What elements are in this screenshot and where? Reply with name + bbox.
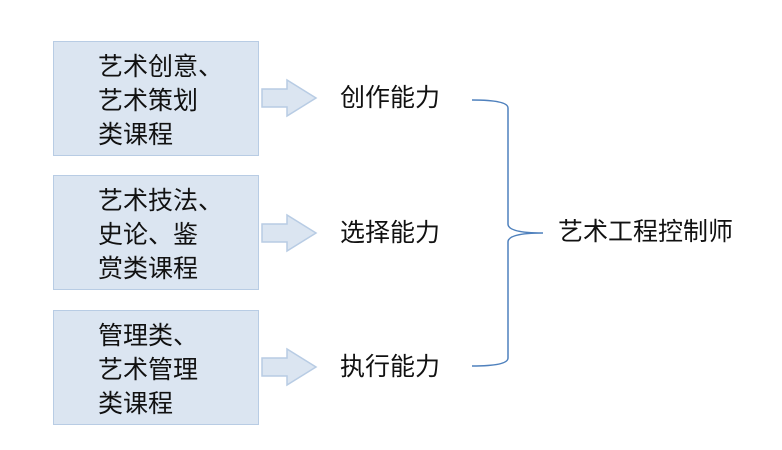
target-role: 艺术工程控制师 — [558, 217, 734, 246]
arrow-right-icon — [261, 347, 318, 387]
course-line: 类课程 — [98, 389, 174, 418]
course-line: 艺术技法、 — [98, 186, 224, 215]
course-line: 史论、鉴 — [98, 220, 199, 249]
course-box-management: 管理类、 艺术管理 类课程 — [53, 310, 259, 425]
course-box-creative: 艺术创意、 艺术策划 类课程 — [53, 41, 259, 156]
ability-creation: 创作能力 — [340, 83, 441, 112]
ability-selection: 选择能力 — [340, 218, 441, 247]
course-line: 艺术创意、 — [98, 52, 224, 81]
right-brace-icon — [471, 99, 544, 367]
course-line: 艺术策划 — [98, 86, 199, 115]
course-line: 类课程 — [98, 120, 174, 149]
course-box-technique: 艺术技法、 史论、鉴 赏类课程 — [53, 175, 259, 290]
arrow-right-icon — [261, 213, 318, 253]
course-line: 管理类、 — [98, 321, 199, 350]
course-line: 艺术管理 — [98, 355, 199, 384]
arrow-right-icon — [261, 78, 318, 118]
ability-execution: 执行能力 — [340, 352, 441, 381]
course-line: 赏类课程 — [98, 254, 199, 283]
